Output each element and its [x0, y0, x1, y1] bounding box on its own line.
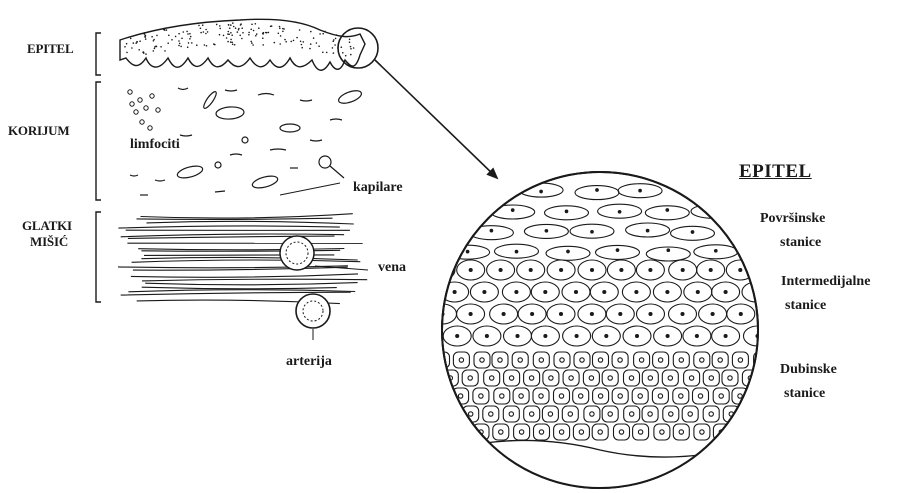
- artery-drawing: [296, 294, 330, 340]
- vein-drawing: [280, 236, 368, 270]
- zoom-circle: [420, 172, 790, 493]
- label-korijum-layer: KORIJUM: [8, 124, 69, 138]
- label-arterija: arterija: [286, 355, 332, 370]
- label-kapilare: kapilare: [353, 181, 403, 196]
- bracket-glatki-misic: [96, 212, 101, 302]
- bracket-epitel: [96, 33, 101, 75]
- label-limfociti: limfociti: [130, 138, 180, 153]
- label-povrsinske-line2: stanice: [780, 236, 821, 251]
- smooth-muscle-fibres: [118, 214, 367, 304]
- label-intermedijalne-line1: Intermedijalne: [781, 275, 870, 290]
- lymphocyte-dots: [128, 90, 160, 130]
- label-povrsinske-line1: Površinske: [760, 212, 825, 227]
- bracket-korijum: [96, 82, 101, 200]
- epithelium-strip: [120, 19, 365, 70]
- label-glatki-misic-line1: GLATKI: [22, 219, 72, 233]
- label-dubinske-line1: Dubinske: [780, 363, 837, 378]
- label-epitel-layer: EPITEL: [27, 42, 73, 56]
- layer-brackets: [96, 33, 101, 302]
- label-intermedijalne-line2: stanice: [785, 299, 826, 314]
- label-vena: vena: [378, 261, 406, 276]
- label-dubinske-line2: stanice: [784, 387, 825, 402]
- label-glatki-misic-line2: MIŠIĆ: [30, 235, 68, 249]
- zoom-title-epitel: EPITEL: [739, 162, 812, 182]
